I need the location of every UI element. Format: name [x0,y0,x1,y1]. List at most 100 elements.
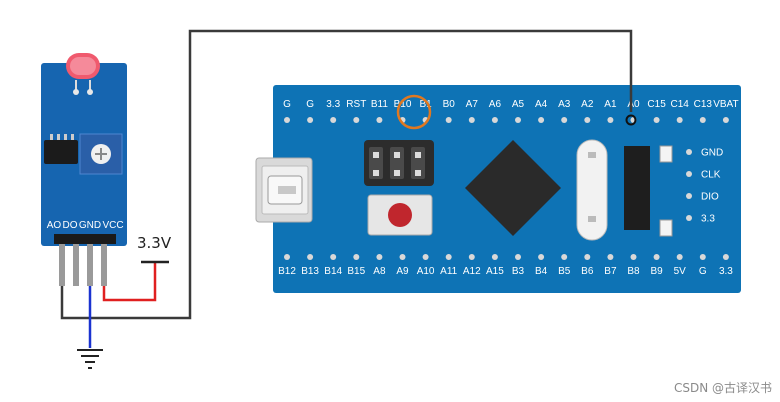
top-pin-label: VBAT [713,99,738,110]
top-pin-hole [468,117,475,123]
ground-symbol [77,349,103,369]
led-bottom [659,219,673,237]
bottom-pin-label: A10 [417,266,435,277]
bottom-pin-hole [468,254,475,260]
top-pin-label: A4 [535,99,548,110]
top-pin-hole [376,117,383,123]
led-top [659,145,673,163]
potentiometer [79,133,123,175]
top-pin-hole [330,117,337,123]
sensor-header-pins [59,244,107,286]
boot-jumpers [364,140,434,186]
bottom-pin-label: B14 [324,266,342,277]
bottom-pin-label: B4 [535,266,548,277]
bottom-pin-hole [584,254,591,260]
top-pin-hole [307,117,314,123]
bottom-pin-label: B8 [627,266,640,277]
top-pin-label: B11 [371,99,388,110]
top-pin-hole [607,117,614,123]
top-pin-label: A0 [627,99,640,110]
bottom-pin-label: B5 [558,266,571,277]
top-pin-hole [676,117,683,123]
voltage-regulator [624,146,650,230]
bottom-pin-hole [722,254,729,260]
top-pin-label: A6 [489,99,502,110]
top-pin-label: G [283,99,291,110]
debug-pin-label: DIO [701,192,719,203]
bottom-pin-label: A12 [463,266,481,277]
a0-connection-point [625,114,637,126]
sensor-pin-label: DO [63,220,78,231]
top-pin-label: B10 [394,99,412,110]
bottom-pin-hole [445,254,452,260]
debug-pin-label: 3.3 [701,214,715,225]
watermark: CSDN @古译汉书 [673,381,772,395]
top-pin-label: A5 [512,99,525,110]
sensor-pin-label: VCC [102,220,123,231]
top-pin-label: A2 [581,99,594,110]
reset-button [367,194,433,236]
bottom-pin-label: B12 [278,266,296,277]
bottom-pin-hole [630,254,637,260]
bottom-pin-hole [607,254,614,260]
bottom-pin-label: B9 [650,266,663,277]
top-pin-label: B1 [419,99,432,110]
photoresistor [66,53,100,95]
bottom-pin-hole [307,254,314,260]
sensor-pin-label: GND [79,220,101,231]
bottom-pin-hole [399,254,406,260]
bottom-pin-label: 5V [674,266,687,277]
top-pin-label: A1 [604,99,617,110]
debug-pin-hole [686,171,692,177]
bottom-pin-hole [491,254,498,260]
sensor-pin-label: AO [47,220,62,231]
top-pin-hole [538,117,545,123]
bottom-pin-hole [376,254,383,260]
top-pin-label: C14 [671,99,690,110]
top-pin-label: C13 [694,99,713,110]
top-pin-hole [699,117,706,123]
bottom-pin-hole [676,254,683,260]
top-pin-hole [653,117,660,123]
top-pin-label: B0 [443,99,456,110]
top-pin-hole [722,117,729,123]
bottom-pin-label: B3 [512,266,525,277]
bottom-pin-hole [422,254,429,260]
top-pin-label: A3 [558,99,571,110]
bottom-pin-hole [699,254,706,260]
mcu-chip [465,140,561,236]
b1-highlight-ring [396,94,432,130]
top-pin-label: C15 [647,99,666,110]
top-pin-hole [515,117,521,123]
vcc-wire [102,262,157,302]
bottom-pin-label: A8 [373,266,386,277]
top-pin-hole [353,117,360,123]
top-pin-label: 3.3 [326,99,340,110]
bottom-pin-hole [653,254,660,260]
top-pin-hole [584,117,591,123]
signal-wire [60,29,633,320]
bottom-pin-hole [538,254,545,260]
debug-pin-hole [686,149,692,155]
top-pin-hole [561,117,568,123]
crystal-oscillator [576,139,608,241]
bottom-pin-label: B6 [581,266,594,277]
top-pin-label: G [306,99,314,110]
debug-pin-label: GND [701,148,723,159]
bottom-pin-label: A9 [396,266,409,277]
bottom-pin-hole [330,254,337,260]
top-pin-label: A7 [466,99,479,110]
bottom-pin-hole [353,254,360,260]
bottom-pin-label: A15 [486,266,504,277]
bottom-pin-hole [515,254,521,260]
comparator-chip [44,134,78,164]
sensor-header [54,234,116,244]
bottom-pin-label: B7 [604,266,617,277]
top-pin-hole [445,117,452,123]
bottom-pin-label: B15 [347,266,365,277]
top-pin-hole [284,117,290,123]
debug-pin-hole [686,193,692,199]
